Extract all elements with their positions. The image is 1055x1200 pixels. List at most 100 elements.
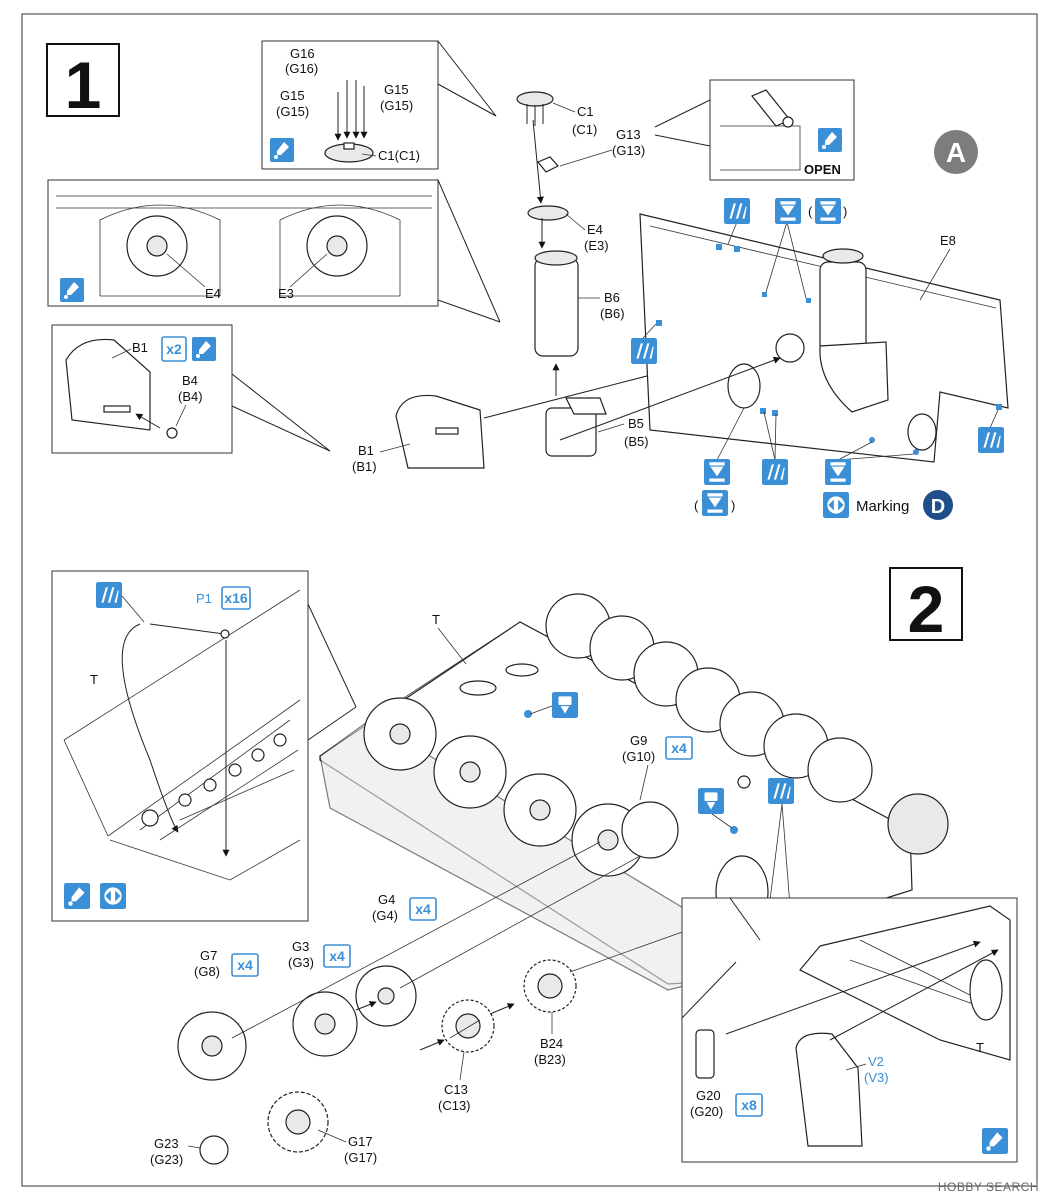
label-g23: G23 (154, 1136, 179, 1151)
step-1-number-box (46, 43, 120, 117)
callout-a: A (934, 130, 978, 174)
label-b23: (B23) (534, 1052, 566, 1067)
qty-b1-text: x2 (166, 341, 182, 357)
label-g20-alt: (G20) (690, 1104, 723, 1119)
step-1-number: 1 (65, 48, 102, 122)
detail-hub-e4-e3: E4 E3 (47, 179, 501, 323)
qty-g9: x4 (665, 736, 693, 760)
label-g3-alt: (G3) (288, 955, 314, 970)
label-t-rear: T (976, 1040, 984, 1055)
label-c1-detail: C1(C1) (378, 148, 420, 163)
label-g8: (G8) (194, 964, 220, 979)
qty-g20-text: x8 (741, 1097, 757, 1113)
drill-hole-icon (704, 459, 730, 485)
label-g17-alt: (G17) (344, 1150, 377, 1165)
label-b5-alt: (B5) (624, 434, 649, 449)
either-or-icon (823, 492, 849, 518)
label-v2: V2 (868, 1054, 884, 1069)
watermark: HOBBY SEARCH (937, 1180, 1039, 1194)
label-b4: B4 (182, 373, 198, 388)
either-or-icon (100, 883, 126, 909)
qty-g4-text: x4 (415, 901, 431, 917)
label-g4-alt: (G4) (372, 908, 398, 923)
hull-plate-e8: E8 (559, 213, 1009, 463)
label-t-detail: T (90, 672, 98, 687)
label-g13-alt: (G13) (612, 143, 645, 158)
callout-a-letter: A (946, 137, 966, 168)
step-1: 1 G16 (G16) G15 (G15) G15 (G15) C1(C1) (46, 40, 1009, 520)
qty-g7: x4 (231, 953, 259, 977)
label-b6-alt: (B6) (600, 306, 625, 321)
label-g3: G3 (292, 939, 309, 954)
label-g16-alt: (G16) (285, 61, 318, 76)
label-b1-detail: B1 (132, 340, 148, 355)
glue-icon (192, 337, 216, 361)
label-g17: G17 (348, 1134, 373, 1149)
page-frame (21, 13, 1038, 1187)
open-label: OPEN (804, 162, 841, 177)
label-c13-alt: (C13) (438, 1098, 471, 1113)
glue-icon (818, 128, 842, 152)
cut-remove-icon (552, 692, 578, 718)
label-e4-col: E4 (587, 222, 603, 237)
label-g20: G20 (696, 1088, 721, 1103)
label-b1-main-alt: (B1) (352, 459, 377, 474)
label-g15-left: G15 (280, 88, 305, 103)
drill-hole-icon (702, 490, 728, 516)
label-g13: G13 (616, 127, 641, 142)
qty-g20: x8 (735, 1093, 763, 1117)
label-g4: G4 (378, 892, 395, 907)
marking-badge (923, 490, 953, 520)
label-b6: B6 (604, 290, 620, 305)
paren-close-top: ) (843, 204, 847, 219)
qty-g3-text: x4 (329, 948, 345, 964)
paren-open-top: ( (808, 204, 813, 219)
label-g15-right: G15 (384, 82, 409, 97)
glue-icon (270, 138, 294, 162)
label-e8: E8 (940, 233, 956, 248)
label-g15-right-alt: (G15) (380, 98, 413, 113)
drill-hole-icon (815, 198, 841, 224)
step-2-number: 2 (908, 572, 945, 646)
detail-c1-pins: G16 (G16) G15 (G15) G15 (G15) C1(C1) (261, 40, 497, 170)
detail-torsion-bars: P1 x16 T (51, 570, 357, 922)
step-2: 2 P1 x16 T (51, 567, 1018, 1167)
final-drive-housing-b1: B1 (B1) (352, 334, 803, 474)
label-g15-left-alt: (G15) (276, 104, 309, 119)
label-c13: C13 (444, 1082, 468, 1097)
drill-hole-icon (825, 459, 851, 485)
label-b1-main: B1 (358, 443, 374, 458)
paint-brush-icon (631, 338, 657, 364)
hull-with-running-gear: T G9 (G10) x4 (319, 593, 949, 991)
paren-open-bottom: ( (694, 498, 699, 513)
label-b5: B5 (628, 416, 644, 431)
label-b4-alt: (B4) (178, 389, 203, 404)
qty-g7-text: x4 (237, 957, 253, 973)
paint-brush-icon (762, 459, 788, 485)
glue-icon (64, 883, 90, 909)
label-g9: G9 (630, 733, 647, 748)
label-e3-col: (E3) (584, 238, 609, 253)
label-b24: B24 (540, 1036, 563, 1051)
cut-remove-icon (698, 788, 724, 814)
marking-label: Marking (856, 498, 909, 515)
detail-rear-hull: T V2 (V3) G20 (G20) x8 (681, 897, 1018, 1163)
qty-p1: x16 (221, 586, 251, 610)
detail-open-hatch: OPEN (654, 79, 855, 181)
step-1-icons: ( ) ( ) Marking D (631, 198, 1004, 520)
detail-b1-b4: B1 B4 (B4) x2 (51, 324, 331, 454)
paint-brush-icon (768, 778, 794, 804)
glue-icon (60, 278, 84, 302)
label-t-main: T (432, 612, 440, 627)
paren-close-bottom: ) (731, 498, 735, 513)
qty-b1: x2 (161, 336, 187, 362)
paint-brush-icon (978, 427, 1004, 453)
qty-g4: x4 (409, 897, 437, 921)
label-e3-detail: E3 (278, 286, 294, 301)
label-g16: G16 (290, 46, 315, 61)
turret-drive-column: C1 (C1) G13 (G13) E4 (E3) B6 (B6) B5 (B5… (516, 91, 649, 457)
qty-p1-text: x16 (224, 590, 248, 606)
glue-icon (982, 1128, 1008, 1154)
label-g23-alt: (G23) (150, 1152, 183, 1167)
